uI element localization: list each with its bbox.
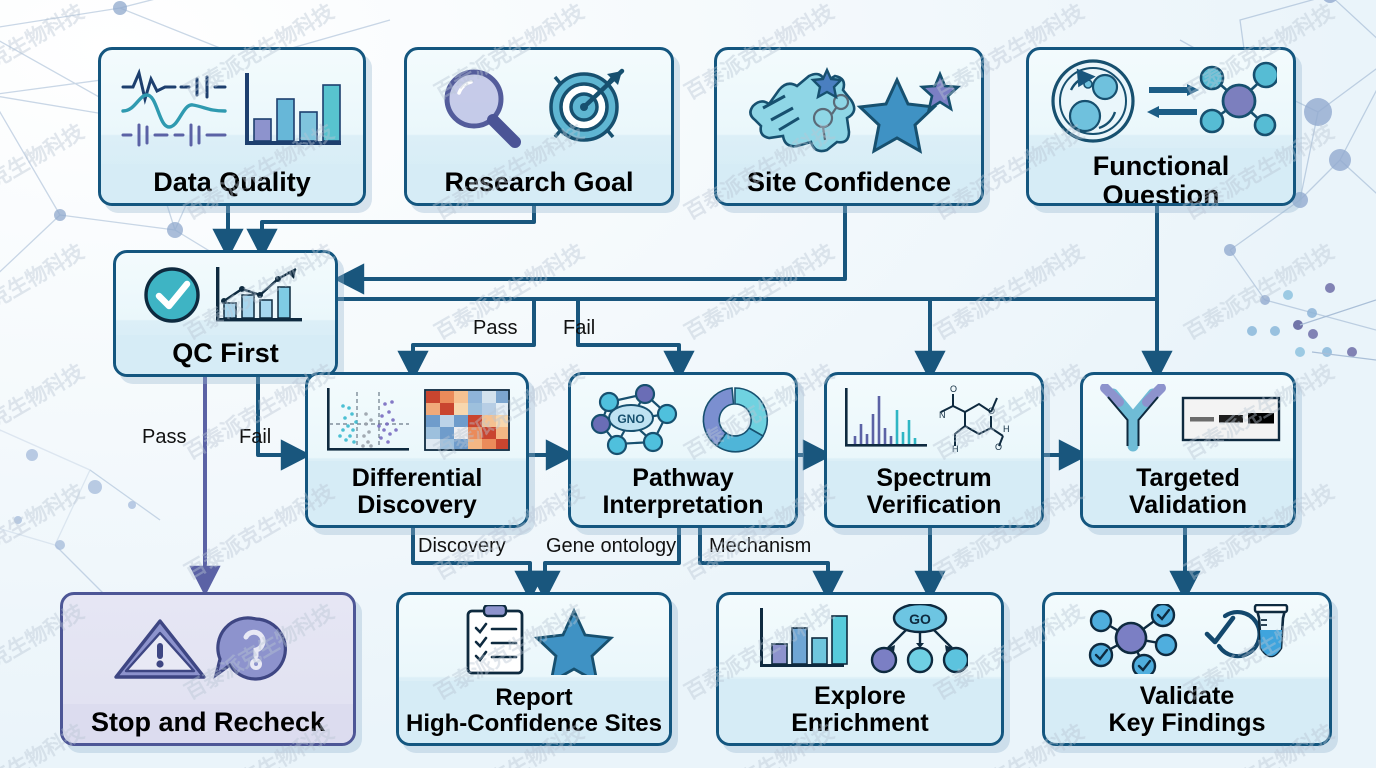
node-label: Report High-Confidence Sites: [399, 681, 669, 743]
edge-label-discovery: Discovery: [418, 535, 506, 557]
edge-label-gene-ontology: Gene ontology: [546, 535, 677, 557]
svg-text:O: O: [950, 384, 957, 394]
node-report-high-confidence-sites[interactable]: Report High-Confidence Sites: [396, 592, 672, 746]
node-label-line1: Targeted: [1136, 464, 1240, 492]
svg-text:O: O: [988, 406, 995, 416]
node-differential-discovery[interactable]: Differential Discovery: [305, 372, 529, 528]
warning-triangle-and-question-bubble-icon: [63, 595, 353, 704]
svg-text:H: H: [1003, 424, 1010, 434]
node-label: Pathway Interpretation: [571, 461, 795, 525]
node-label-line1: Spectrum: [876, 464, 992, 492]
antibody-and-western-blot-icon: [1083, 375, 1293, 461]
waveform-and-bar-chart-icon: [101, 50, 363, 164]
node-label: Functional Question: [1029, 148, 1293, 203]
clipboard-checklist-and-star-icon: [399, 595, 669, 681]
edge-label-pass-left: Pass: [142, 426, 187, 448]
svg-text:O: O: [995, 442, 1002, 452]
node-label: Validate Key Findings: [1045, 679, 1329, 743]
node-pathway-interpretation[interactable]: GNO Pathway Interpretation: [568, 372, 798, 528]
node-label-line1: Report: [495, 684, 573, 712]
protein-structure-and-star-icon: [717, 50, 981, 164]
node-stop-and-recheck[interactable]: Stop and Recheck: [60, 592, 356, 746]
volcano-plot-and-heatmap-icon: [308, 375, 526, 461]
bar-chart-and-go-tree-icon: GO: [719, 595, 1001, 679]
node-targeted-validation[interactable]: Targeted Validation: [1080, 372, 1296, 528]
node-label: Site Confidence: [717, 163, 981, 203]
node-spectrum-verification[interactable]: O N H O H O Spectrum Verification: [824, 372, 1044, 528]
node-qc-first[interactable]: QC First: [113, 250, 338, 377]
edge-label-fail-top: Fail: [563, 317, 596, 339]
node-label: Targeted Validation: [1083, 461, 1293, 525]
svg-text:H: H: [952, 444, 959, 454]
node-label-line2: Discovery: [357, 491, 477, 519]
node-label: Stop and Recheck: [63, 703, 353, 743]
node-label: Research Goal: [407, 163, 671, 203]
mass-spectrum-and-peptide-icon: O N H O H O: [827, 375, 1041, 461]
node-label-line2: High-Confidence Sites: [405, 710, 663, 738]
magnifier-and-target-icon: [407, 50, 671, 164]
edge-label-pass-top: Pass: [473, 317, 518, 339]
edge-label-fail-left: Fail: [239, 426, 272, 448]
node-data-quality[interactable]: Data Quality: [98, 47, 366, 206]
check-circle-and-growth-chart-icon: [116, 253, 335, 335]
node-label-line1: Explore: [814, 682, 906, 710]
node-label: QC First: [116, 334, 335, 374]
node-label: Differential Discovery: [308, 461, 526, 525]
node-site-confidence[interactable]: Site Confidence: [714, 47, 984, 206]
node-label: Spectrum Verification: [827, 461, 1041, 525]
svg-text:N: N: [939, 410, 946, 420]
node-label-line1: Pathway: [632, 464, 734, 492]
node-label-line1: Validate: [1139, 682, 1235, 710]
node-validate-key-findings[interactable]: Validate Key Findings: [1042, 592, 1332, 746]
node-label-line2: Enrichment: [791, 709, 929, 737]
node-label: Data Quality: [101, 163, 363, 203]
node-label: Explore Enrichment: [719, 679, 1001, 743]
node-label-line2: Interpretation: [602, 491, 764, 519]
node-label-line2: Validation: [1128, 491, 1248, 519]
node-functional-question[interactable]: Functional Question: [1026, 47, 1296, 206]
gene-network-and-donut-chart-icon: GNO: [571, 375, 795, 461]
node-label-line2: Verification: [866, 491, 1002, 519]
network-checks-and-tube-icon: [1045, 595, 1329, 679]
cell-and-network-icon: [1029, 50, 1293, 148]
gene-network-badge-text: GNO: [617, 412, 644, 426]
node-label-line2: Key Findings: [1108, 709, 1266, 737]
edge-label-mechanism: Mechanism: [709, 535, 812, 557]
go-root-text: GO: [909, 611, 931, 627]
node-research-goal[interactable]: Research Goal: [404, 47, 674, 206]
node-label-line1: Differential: [351, 464, 483, 492]
node-explore-enrichment[interactable]: GO Explore Enrichment: [716, 592, 1004, 746]
